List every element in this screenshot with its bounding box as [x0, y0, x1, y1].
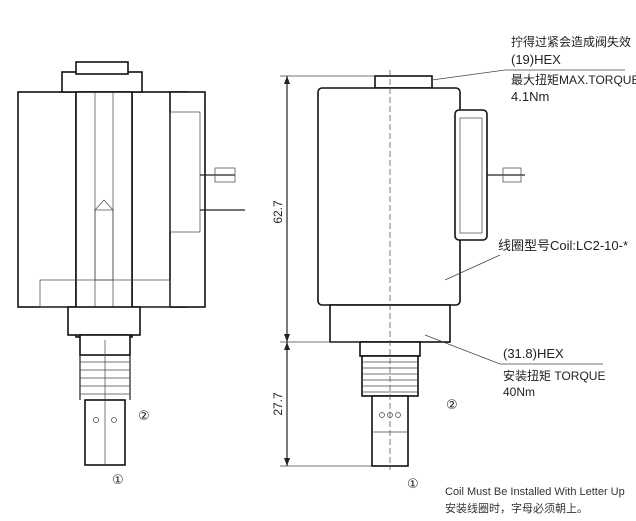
- top-hex-nut: [374, 75, 433, 89]
- port-1-label-left: ①: [112, 472, 124, 487]
- hex-top-warning: 拧得过紧会造成阀失效: [511, 34, 631, 49]
- callout-top-hex: 拧得过紧会造成阀失效 (19)HEX 最大扭矩MAX.TORQUE 4.1Nm: [431, 34, 636, 104]
- sectional-view: ① ②: [17, 61, 245, 487]
- hex-top-torque-label: 最大扭矩MAX.TORQUE: [511, 73, 636, 87]
- hex-top-size: (19)HEX: [511, 52, 561, 67]
- armature-tube: [75, 91, 133, 338]
- callout-bottom-hex: (31.8)HEX 安装扭矩 TORQUE 40Nm: [424, 334, 605, 399]
- hex-bottom-torque-label: 安装扭矩 TORQUE: [503, 368, 605, 383]
- top-nut-section: [61, 71, 143, 93]
- port-2-label-left: ②: [138, 408, 150, 423]
- hex-top-torque-value: 4.1Nm: [511, 89, 549, 104]
- dimension-upper-height: 62.7: [271, 200, 285, 224]
- exterior-view: 62.7 27.7 ② ①: [271, 70, 525, 491]
- coil-body: [317, 87, 461, 306]
- hex-bottom-size: (31.8)HEX: [503, 346, 564, 361]
- coil-section-left: [17, 91, 77, 308]
- note-chinese: 安装线圈时，字母必须朝上。: [445, 501, 588, 515]
- hex-bottom-torque-value: 40Nm: [503, 385, 535, 399]
- note-english: Coil Must Be Installed With Letter Up: [445, 486, 625, 498]
- coil-model: 线圈型号Coil:LC2-10-*: [498, 238, 628, 253]
- dimension-lower-height: 27.7: [271, 392, 285, 416]
- dimension-lines: [280, 75, 375, 467]
- port-1-label-right: ①: [407, 476, 419, 491]
- callout-coil: 线圈型号Coil:LC2-10-*: [444, 238, 628, 281]
- port-2-label-right: ②: [446, 397, 458, 412]
